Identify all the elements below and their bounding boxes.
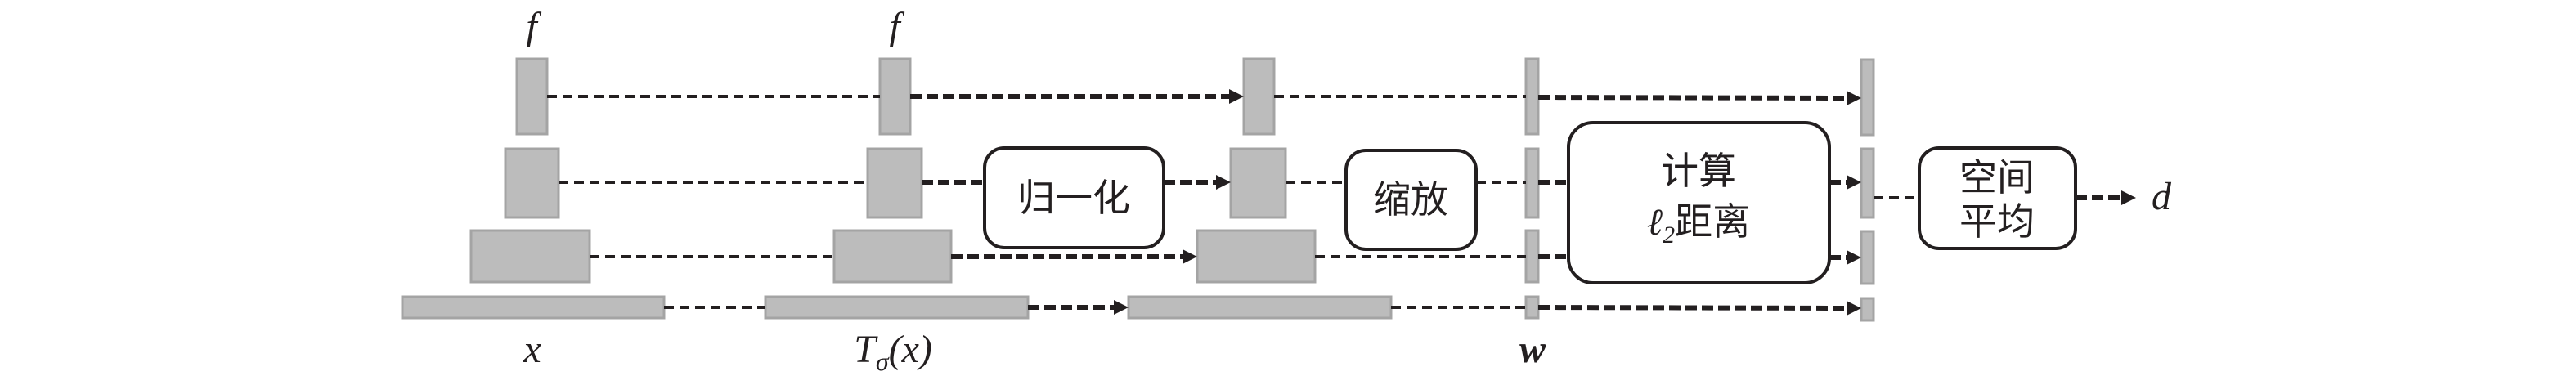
arrowhead-icon: [1847, 91, 1861, 105]
weight-level1: [1524, 57, 1540, 136]
weight-level3: [1524, 229, 1540, 284]
feature-map-x-level4: [401, 295, 666, 320]
column-weights: [1524, 57, 1540, 320]
arrowhead-icon: [1114, 300, 1129, 315]
average-label-line1: 空间: [1959, 155, 2035, 199]
column-transformed: [764, 57, 1030, 320]
distance-level1: [1860, 58, 1875, 137]
feature-map-x-level3: [469, 229, 591, 284]
l2-subscript: 2: [1663, 222, 1675, 248]
distance-level3: [1860, 230, 1875, 285]
feature-map-x-level2: [504, 147, 560, 219]
arrowhead-icon: [1216, 175, 1231, 190]
arrowhead-icon: [2121, 190, 2136, 205]
label-tx-main: T: [854, 328, 878, 371]
distance-level2: [1860, 147, 1875, 219]
arrowhead-icon: [1183, 249, 1197, 264]
scale-op: 缩放: [1344, 149, 1478, 251]
normalize-label: 归一化: [1017, 176, 1130, 220]
label-w: w: [1519, 328, 1546, 371]
arrowhead-icon: [1847, 301, 1861, 316]
label-tx-sub: σ: [876, 347, 890, 376]
compute-label-line1: 计算: [1661, 149, 1736, 193]
feature-map-norm-level1: [1242, 57, 1276, 136]
scale-box: [1344, 149, 1478, 251]
feature-map-norm-level3: [1196, 229, 1317, 284]
column-x: [401, 57, 666, 320]
average-label-line2: 平均: [1959, 199, 2035, 244]
feature-map-tx-level3: [832, 229, 953, 284]
label-x: x: [523, 328, 541, 371]
label-tx: Tσ(x): [854, 328, 932, 376]
feature-map-x-level1: [515, 57, 549, 136]
spatial-average-box: [1918, 146, 2077, 250]
feature-map-tx-level1: [878, 57, 912, 136]
connector-l4-w-to-dist: [1537, 305, 1847, 311]
normalize-box: [983, 146, 1165, 249]
label-tx-arg: (x): [889, 328, 932, 371]
label-f-tx: f: [889, 5, 904, 48]
distance-level4: [1860, 297, 1875, 322]
compute-label-line2: ℓ2距离: [1647, 199, 1750, 248]
compute-distance-op: 计算 ℓ2距离: [1567, 121, 1831, 284]
weight-level2: [1524, 147, 1540, 219]
distance-text: 距离: [1675, 199, 1750, 244]
weight-level4: [1524, 295, 1540, 320]
compute-distance-box: [1567, 121, 1831, 284]
l2-symbol: ℓ: [1647, 201, 1663, 243]
column-distances: [1860, 58, 1875, 322]
connector-l1-w-to-dist: [1537, 95, 1847, 101]
arrowhead-icon: [1229, 89, 1244, 104]
normalize-op: 归一化: [983, 146, 1165, 249]
connectors: [547, 89, 2136, 316]
feature-map-norm-level4: [1127, 295, 1393, 320]
feature-map-norm-level2: [1229, 147, 1287, 219]
feature-map-tx-level4: [764, 295, 1030, 320]
scale-label: 缩放: [1373, 177, 1448, 222]
feature-map-tx-level2: [866, 147, 923, 219]
label-output-d: d: [2152, 175, 2172, 218]
spatial-average-op: 空间 平均: [1918, 146, 2077, 250]
label-f-x: f: [526, 5, 541, 48]
arrowhead-icon: [1847, 175, 1861, 190]
arrowhead-icon: [1847, 250, 1861, 265]
